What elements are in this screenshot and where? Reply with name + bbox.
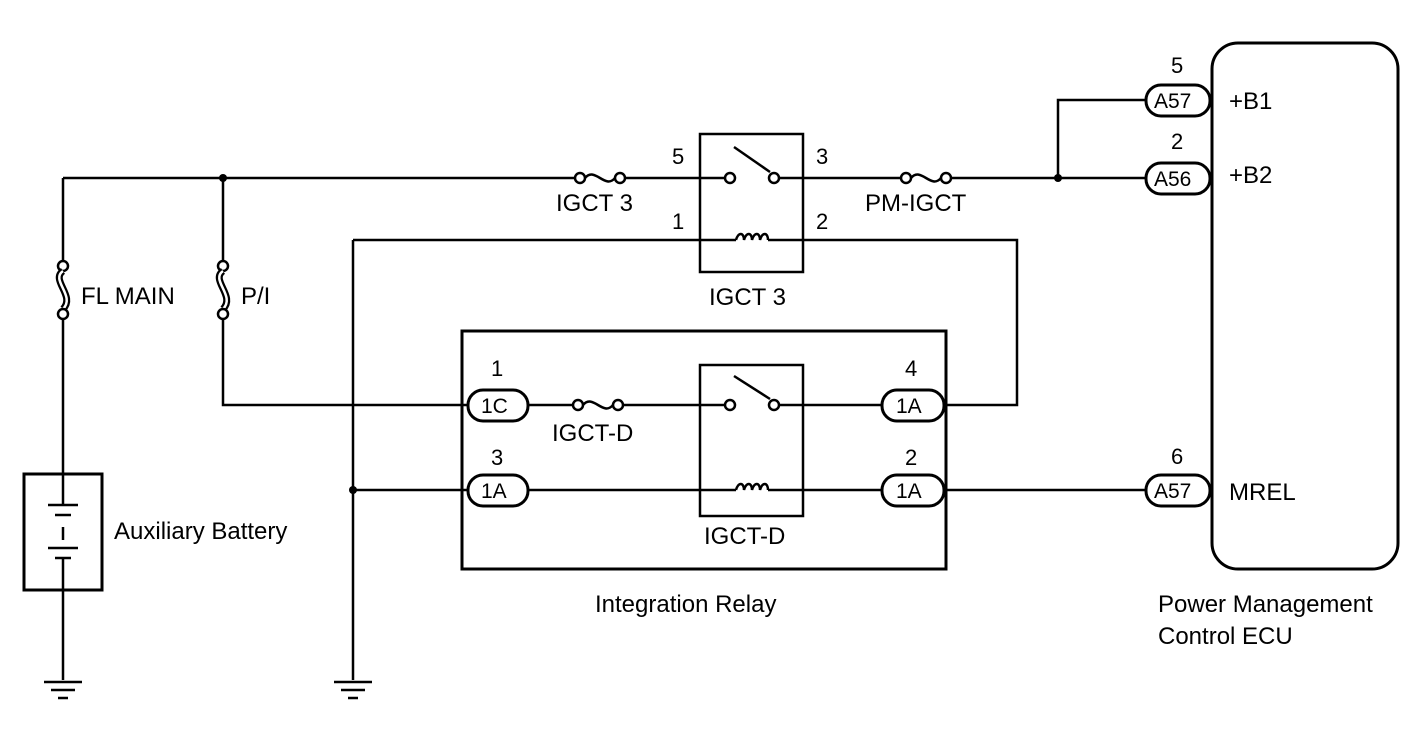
label-mrel: MREL [1229, 479, 1296, 506]
label-relay-igct-d: IGCT-D [704, 523, 785, 550]
junction-dots [219, 174, 1062, 494]
label-b1: +B1 [1229, 88, 1272, 115]
fuse-igct-d [571, 398, 625, 412]
pin-top-2: 2 [816, 209, 828, 234]
conn-ecu-a57-bottom: A57 [1154, 480, 1191, 503]
conn-ecu-a56: A56 [1154, 168, 1191, 191]
label-fuse-pm-igct: PM-IGCT [865, 190, 967, 217]
pin-top-5: 5 [672, 144, 684, 169]
pin-top-3: 3 [816, 144, 828, 169]
fuse-fl-main [55, 259, 71, 321]
label-b2: +B2 [1229, 162, 1272, 189]
conn-ir-1c: 1C [481, 395, 508, 418]
auxiliary-battery [22, 472, 104, 592]
label-integration-relay: Integration Relay [595, 591, 776, 618]
label-relay-igct3: IGCT 3 [709, 284, 786, 311]
pin-ecu-6: 6 [1171, 444, 1183, 469]
integration-relay [460, 329, 948, 571]
conn-ir-1a-upper-right: 1A [896, 395, 922, 418]
ground-left [44, 680, 82, 700]
pin-ir-3: 3 [491, 445, 503, 470]
ecu-box [1210, 41, 1400, 571]
ground-middle [334, 680, 372, 700]
label-ecu-line1: Power Management [1158, 591, 1373, 618]
label-fuse-igct-d: IGCT-D [552, 420, 633, 447]
fuse-pm-igct [899, 171, 953, 185]
conn-ecu-a57-top: A57 [1154, 90, 1191, 113]
wires [61, 98, 1146, 680]
pin-top-1: 1 [672, 209, 684, 234]
pin-ecu-5: 5 [1171, 53, 1183, 78]
conn-ir-1a-lower-right: 1A [896, 480, 922, 503]
label-pi: P/I [241, 283, 270, 310]
fuse-igct3 [573, 171, 627, 185]
label-fl-main: FL MAIN [81, 283, 175, 310]
pin-ir-4: 4 [905, 356, 917, 381]
label-auxiliary-battery: Auxiliary Battery [114, 518, 287, 545]
connector-pills [466, 83, 1212, 508]
conn-ir-1a-left: 1A [481, 480, 507, 503]
relay-igct3 [698, 132, 805, 274]
fuse-pi [215, 259, 231, 321]
label-fuse-igct3: IGCT 3 [556, 190, 633, 217]
pin-ir-2: 2 [905, 445, 917, 470]
pin-ecu-2: 2 [1171, 129, 1183, 154]
pin-ir-1: 1 [491, 356, 503, 381]
label-ecu-line2: Control ECU [1158, 623, 1293, 650]
